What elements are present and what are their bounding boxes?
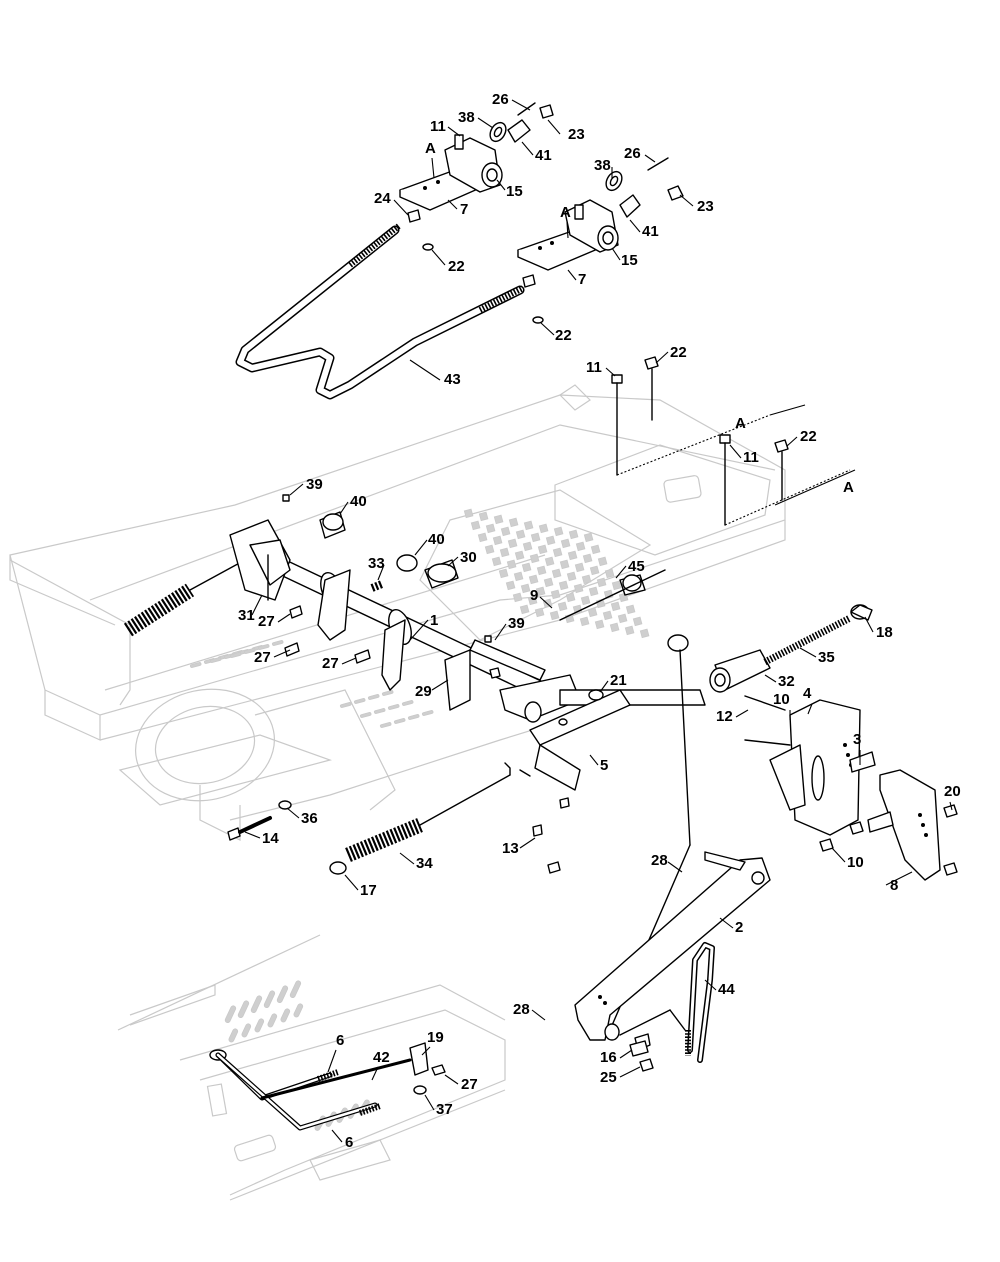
callout-6: 6 [345,1134,353,1151]
callout-10: 10 [773,691,790,708]
callout-11: 11 [586,359,602,376]
callout-37: 37 [436,1101,453,1118]
callout-19: 19 [427,1029,444,1046]
top-hardware [407,102,684,324]
callout-35: 35 [818,649,835,666]
callout-31: 31 [238,607,255,624]
callout-26: 26 [624,145,641,162]
bracket-left [399,134,503,211]
callout-39: 39 [306,476,323,493]
seat-plate-hardware [611,356,856,526]
callout-28: 28 [651,852,668,869]
seat-switch-rod [235,222,525,400]
callout-9: 9 [530,587,538,604]
callout-42: 42 [373,1049,390,1066]
deck-mesh [463,508,650,639]
callout-23: 23 [568,126,585,143]
callout-27: 27 [322,655,339,672]
detail-linkage [209,1042,446,1131]
callout-38: 38 [458,109,475,126]
callout-16: 16 [600,1049,617,1066]
callout-11: 11 [430,118,446,135]
callout-32: 32 [778,673,795,690]
callout-3: 3 [853,731,861,748]
callout-27: 27 [258,613,275,630]
callout-a: A [843,479,854,496]
callout-26: 26 [492,91,509,108]
lever-arm [574,851,771,1072]
callout-7: 7 [460,201,468,218]
callout-15: 15 [506,183,523,200]
callout-27: 27 [254,649,271,666]
callout-12: 12 [716,708,733,725]
callout-6: 6 [336,1032,344,1049]
callout-14: 14 [262,830,279,847]
floor-slots [189,640,434,728]
callout-34: 34 [416,855,433,872]
callout-18: 18 [876,624,893,641]
callout-41: 41 [535,147,552,164]
callout-1: 1 [430,612,438,629]
callout-39: 39 [508,615,525,632]
callout-21: 21 [610,672,627,689]
callout-7: 7 [578,271,586,288]
callout-4: 4 [803,685,812,702]
callout-22: 22 [555,327,572,344]
detail-slots [224,980,370,1131]
left-pins [227,800,561,874]
detail-frame [117,934,506,1201]
callout-36: 36 [301,810,318,827]
callout-8: 8 [890,877,898,894]
callout-43: 43 [444,371,461,388]
callout-30: 30 [460,549,477,566]
bracket-right [517,199,619,271]
callout-44: 44 [718,981,735,998]
callout-15: 15 [621,252,638,269]
callout-25: 25 [600,1069,617,1086]
callout-13: 13 [502,840,519,857]
callout-28: 28 [513,1001,530,1018]
callout-38: 38 [594,157,611,174]
callout-40: 40 [428,531,445,548]
callout-a: A [425,140,436,157]
callout-17: 17 [360,882,377,899]
callouts: 26 38 23 11 41 A 15 24 7 22 38 26 23 A 4… [238,91,961,1151]
callout-27: 27 [461,1076,478,1093]
callout-24: 24 [374,190,391,207]
callout-23: 23 [697,198,714,215]
callout-41: 41 [642,223,659,240]
callout-29: 29 [415,683,432,700]
callout-2: 2 [735,919,743,936]
right-side-parts [609,604,958,1031]
callout-22: 22 [448,258,465,275]
shaft-assembly [229,519,706,837]
callout-33: 33 [368,555,385,572]
callout-22: 22 [670,344,687,361]
callout-5: 5 [600,757,608,774]
callout-45: 45 [628,558,645,575]
callout-22: 22 [800,428,817,445]
shaft-hardware [282,494,666,777]
springs [123,559,511,875]
leader-lines [244,99,953,1143]
callout-a: A [560,204,571,221]
j-rod [685,942,715,1063]
callout-10: 10 [847,854,864,871]
callout-40: 40 [350,493,367,510]
callout-11: 11 [743,449,759,466]
callout-a: A [735,415,746,432]
callout-20: 20 [944,783,961,800]
